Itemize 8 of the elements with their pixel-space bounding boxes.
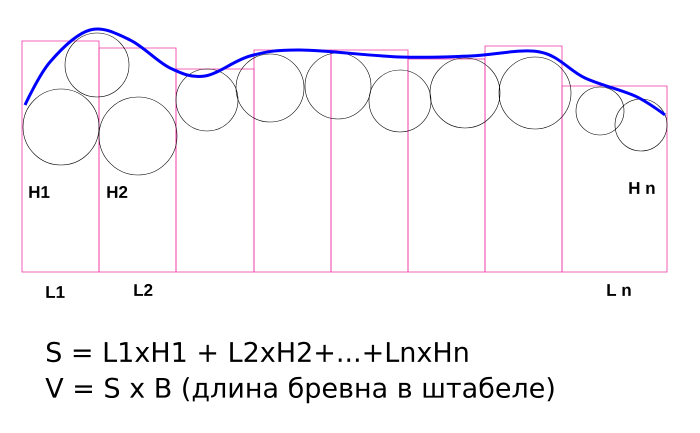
formula-text: V = S x B (длина бревна в штабеле) [45,376,554,404]
dimension-label: H2 [107,186,128,198]
dimension-label: L1 [46,286,65,298]
dimension-label: L2 [134,284,152,296]
formula-text: S = L1xH1 + L2xH2+...+LnxHn [47,342,468,362]
dimension-label: H n [629,182,654,194]
dimension-label: L n [607,284,631,296]
dimension-label: H1 [29,186,50,198]
